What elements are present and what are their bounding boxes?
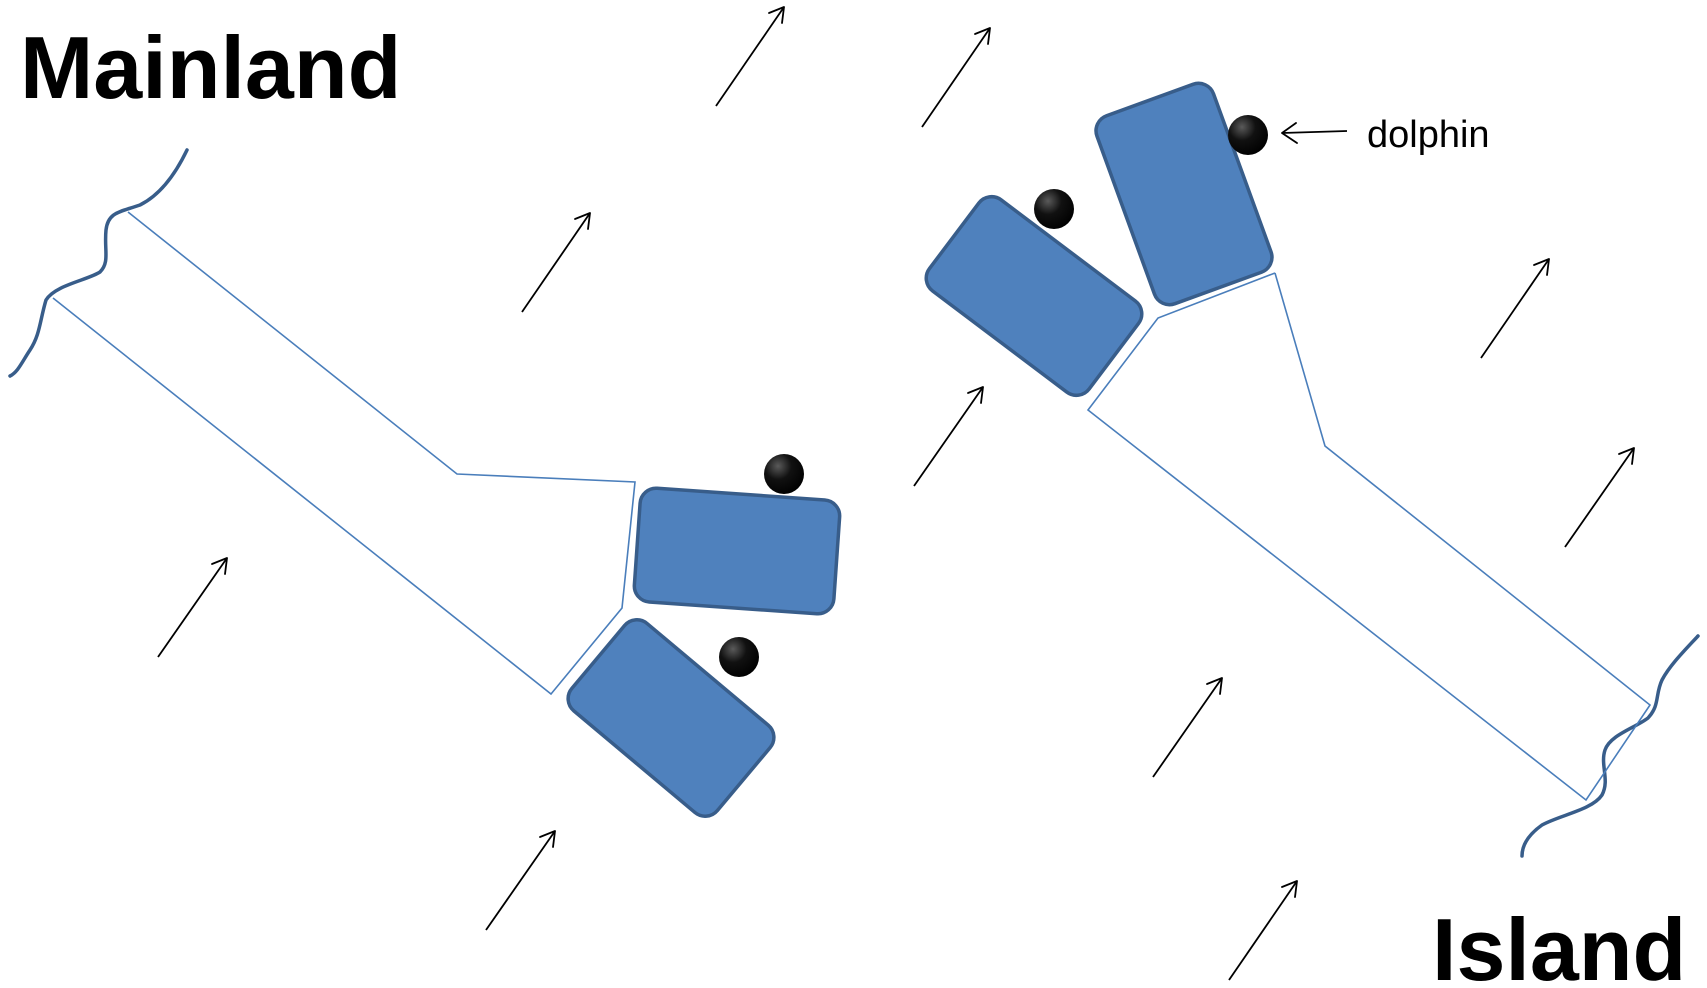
caisson-mainland-lower — [566, 618, 776, 818]
caisson-island-left — [924, 194, 1144, 398]
arrow-up-right-icon — [1564, 447, 1635, 548]
island-label: Island — [1432, 900, 1686, 988]
dolphin-pointer-arrow — [1281, 122, 1348, 144]
arrow-up-right-icon — [521, 212, 591, 313]
arrow-up-right-icon — [485, 830, 556, 931]
mainland-pier-outline — [52, 211, 636, 696]
current-arrows — [157, 6, 1635, 981]
dolphin-3 — [1034, 189, 1074, 229]
mainland-shoreline — [8, 148, 189, 378]
arrow-up-right-icon — [1480, 258, 1550, 359]
arrow-up-right-icon — [921, 27, 991, 128]
island-shoreline — [1520, 634, 1700, 858]
dolphin-label: dolphin — [1367, 114, 1490, 156]
dolphin-2 — [719, 637, 759, 677]
arrow-up-right-icon — [1228, 880, 1298, 981]
dolphin-1 — [764, 454, 804, 494]
caisson-mainland-upper — [632, 486, 842, 616]
arrow-up-right-icon — [913, 386, 984, 487]
island-pier-outline — [1086, 272, 1652, 802]
arrow-up-right-icon — [715, 6, 785, 107]
mainland-label: Mainland — [20, 18, 401, 117]
dolphin-4 — [1228, 115, 1268, 155]
caisson-island-right — [1094, 81, 1274, 307]
arrow-up-right-icon — [1152, 677, 1223, 778]
arrow-up-right-icon — [157, 557, 228, 658]
